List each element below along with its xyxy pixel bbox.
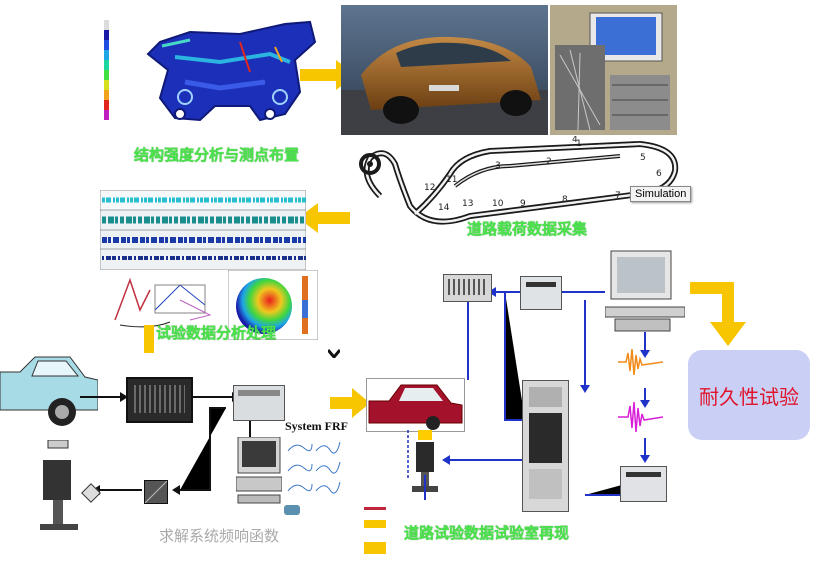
- track-num-3: 3: [495, 161, 501, 171]
- signal-traces: [99, 189, 307, 271]
- track-num-11: 11: [446, 175, 457, 185]
- fea-frame-image: [100, 2, 330, 152]
- track-num-2: 2: [546, 157, 552, 167]
- lab-pc: [604, 249, 686, 334]
- fea-legend: [104, 20, 109, 120]
- lab-controller-box: [443, 274, 492, 302]
- arrow-down-right-icon: [690, 282, 746, 346]
- fatigue-plots: [110, 270, 220, 330]
- computer-workstation: [235, 436, 283, 515]
- magenta-signal: [618, 400, 664, 435]
- orange-signal: [618, 345, 664, 380]
- teal-car: [0, 352, 99, 437]
- track-num-10: 10: [492, 199, 504, 209]
- hydraulic-cabinet: [522, 380, 569, 512]
- system-frf-label: System FRF: [285, 419, 348, 433]
- wheel-actuator: [38, 439, 83, 530]
- polar-plot: [227, 269, 319, 341]
- chevron-down-icon: [328, 349, 340, 358]
- track-num-9: 9: [520, 199, 526, 209]
- track-num-1: 1: [576, 139, 582, 149]
- label-lab-reproduce: 道路试验数据试验室再现: [404, 524, 570, 542]
- label-test-data: 试验数据分析处理: [156, 324, 277, 342]
- swatch-yellow-2: [364, 542, 386, 554]
- track-num-12: 12: [424, 183, 435, 193]
- track-num-4: 4: [572, 136, 578, 145]
- arrow-right-lab-icon: [330, 388, 370, 418]
- filter-box: [144, 480, 168, 504]
- frf-mini-plots: [286, 436, 341, 496]
- red-car-on-rig: [366, 378, 465, 432]
- label-road-load: 道路载荷数据采集: [467, 220, 588, 238]
- lab-amplifier-box: [520, 276, 562, 310]
- durability-test-box: 耐久性试验: [688, 350, 810, 440]
- lab-recorder-box: [620, 466, 667, 502]
- track-num-13: 13: [462, 199, 473, 209]
- simulation-tag: Simulation: [630, 186, 692, 202]
- lab-equipment-photo: [550, 5, 677, 135]
- phone-icon: [284, 505, 300, 515]
- controller-display: [126, 377, 193, 423]
- yellow-bar-marker: [144, 325, 154, 353]
- swatch-red-line: [364, 507, 386, 510]
- label-structure-analysis: 结构强度分析与测点布置: [134, 146, 300, 164]
- vehicle-photo: [341, 5, 548, 135]
- arrow-left-icon: [298, 203, 350, 233]
- swatch-yellow-1: [364, 520, 386, 528]
- track-num-6: 6: [656, 169, 662, 179]
- amplifier-box: [233, 385, 285, 421]
- track-num-5: 5: [640, 153, 646, 163]
- label-solve-frf: 求解系统频响函数: [159, 527, 280, 545]
- track-num-14: 14: [438, 203, 450, 213]
- track-num-8: 8: [562, 195, 568, 205]
- track-num-7: 7: [615, 191, 621, 201]
- road-track-map: 1 2 3 4 5 6 7 8 9 10 11 12 13 14: [340, 135, 685, 236]
